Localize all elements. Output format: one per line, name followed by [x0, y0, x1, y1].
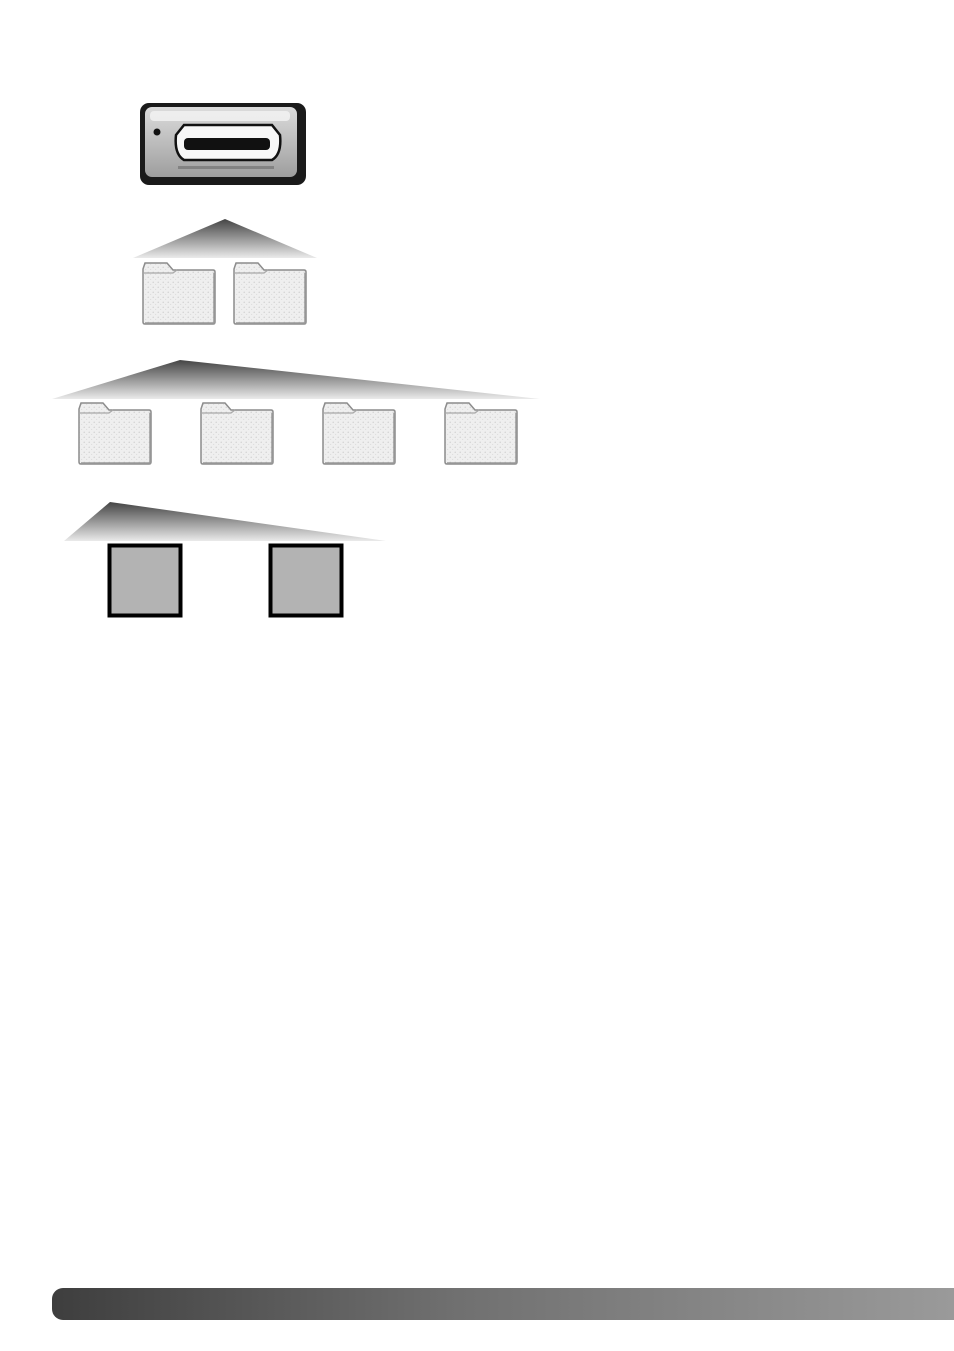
folder-icon	[201, 403, 273, 464]
folder-level-1	[143, 263, 306, 324]
folder-icon	[79, 403, 151, 464]
folder-icon	[445, 403, 517, 464]
folder-hierarchy-diagram	[0, 0, 954, 700]
folder-icon	[323, 403, 395, 464]
image-file-icon	[110, 546, 181, 616]
connector-root-to-level1	[133, 219, 317, 258]
memory-card-drive-icon	[140, 103, 306, 185]
folder-icon	[234, 263, 306, 324]
image-file-icon	[271, 546, 342, 616]
page-footer-bar	[52, 1288, 954, 1320]
folder-level-2	[79, 403, 517, 464]
connector-level2-to-files	[64, 502, 386, 541]
connector-level1-to-level2	[52, 360, 540, 399]
folder-icon	[143, 263, 215, 324]
file-level	[110, 546, 342, 616]
